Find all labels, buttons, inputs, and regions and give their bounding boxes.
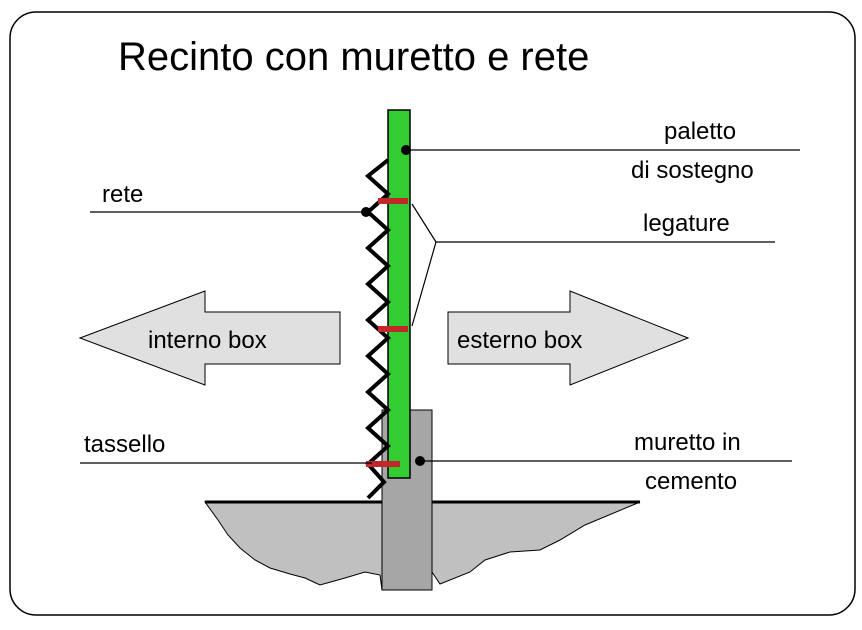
tie-middle <box>378 326 408 332</box>
arrow-interno <box>78 290 341 386</box>
frame-border <box>9 11 856 616</box>
label-paletto: paletto <box>664 118 736 145</box>
arrow-esterno <box>447 290 690 386</box>
label-interno-box: interno box <box>148 327 267 354</box>
leader-legature-upper <box>411 203 437 243</box>
label-muretto-in: muretto in <box>634 429 741 456</box>
leader-legature-lower <box>411 241 437 327</box>
leader-muretto-dot <box>415 456 425 466</box>
label-rete: rete <box>102 181 143 208</box>
anchor-bolt <box>366 461 400 467</box>
label-legature: legature <box>643 210 730 237</box>
label-esterno-box: esterno box <box>457 327 582 354</box>
leader-rete-dot <box>361 207 371 217</box>
tie-upper <box>378 198 408 204</box>
diagram-title: Recinto con muretto e rete <box>118 35 589 79</box>
leader-paletto-dot <box>401 145 411 155</box>
support-post <box>387 109 411 479</box>
label-tassello: tassello <box>84 431 165 458</box>
label-cemento: cemento <box>645 468 737 495</box>
label-di-sostegno: di sostegno <box>631 157 754 184</box>
